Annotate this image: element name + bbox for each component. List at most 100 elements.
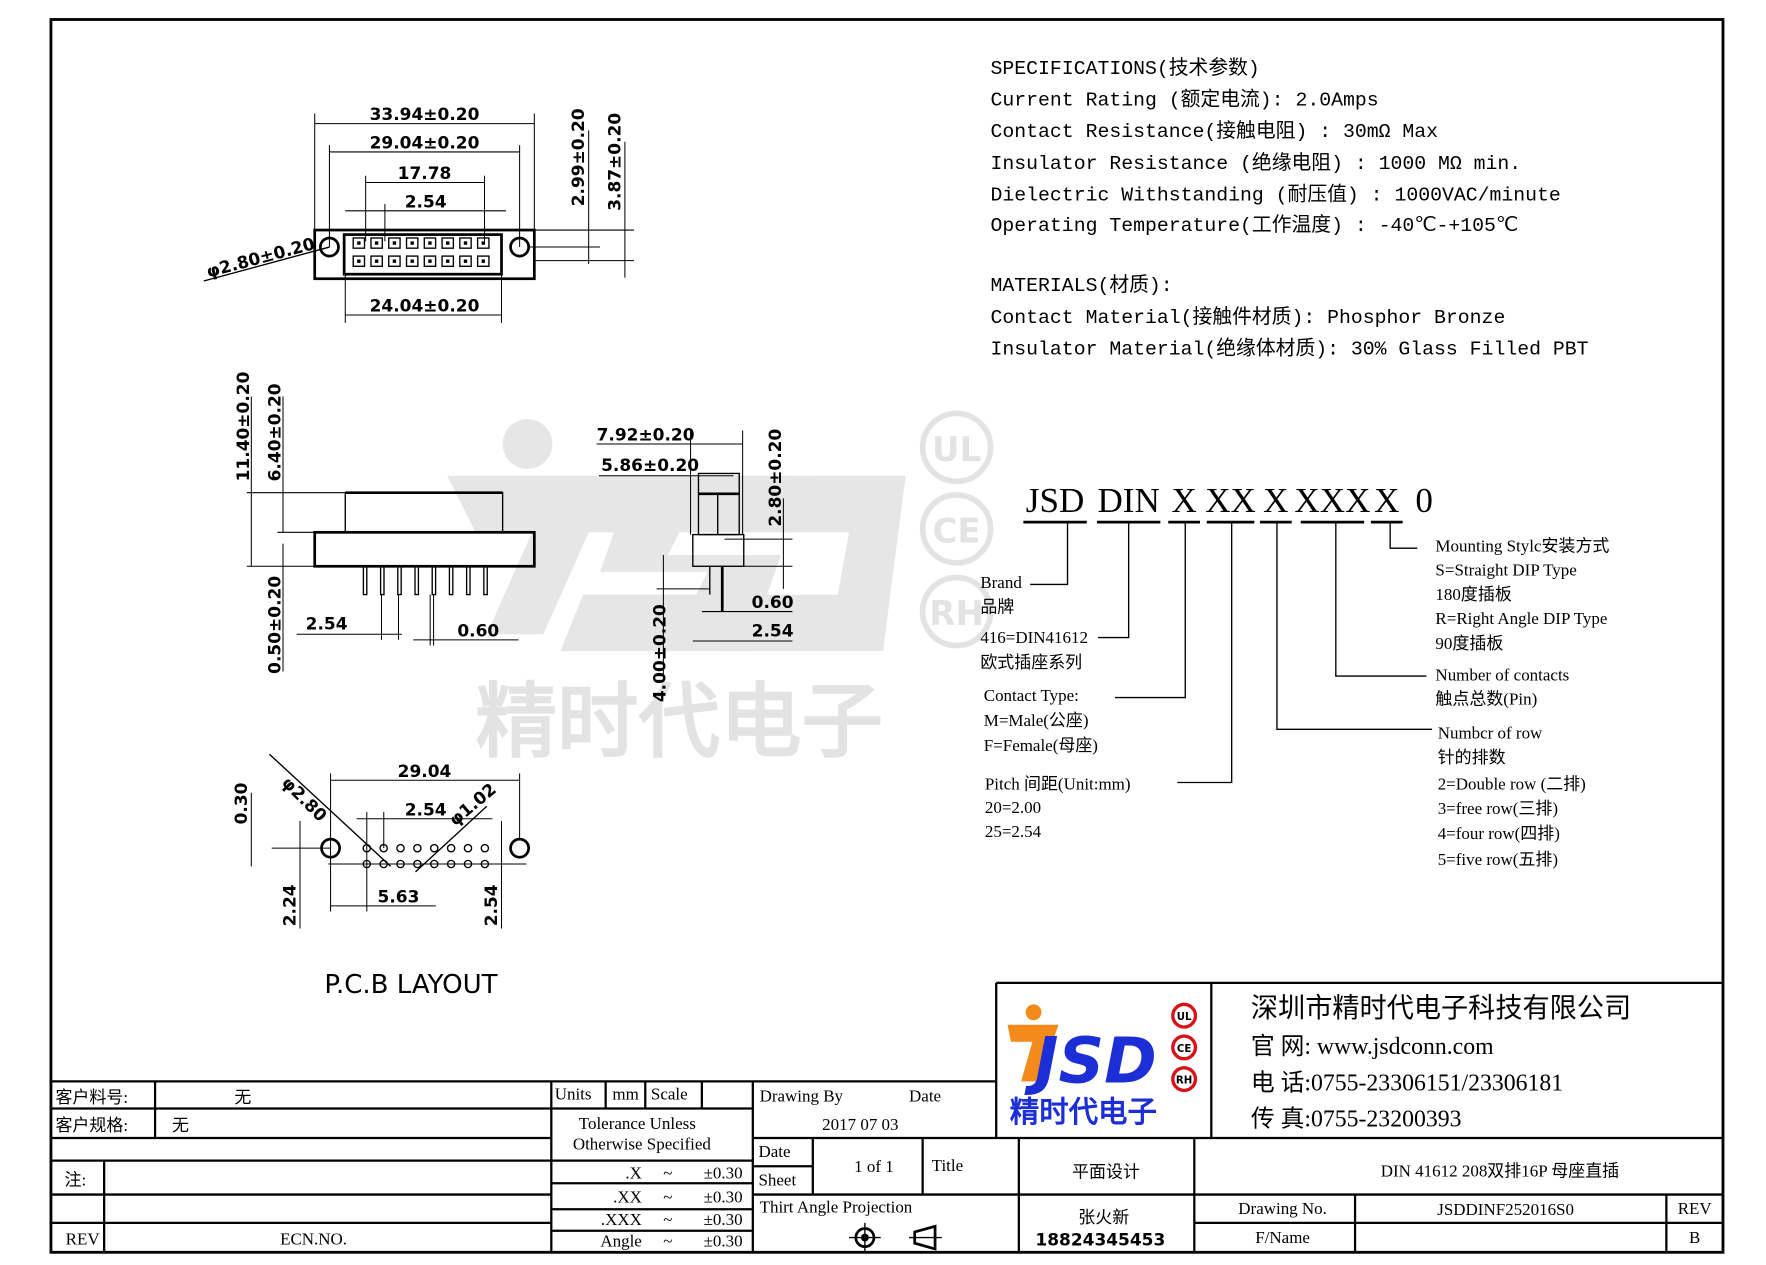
leader-line — [203, 246, 330, 282]
code-contact-type: Contact Type: M=Male(公座) F=Female(母座) — [984, 686, 1098, 755]
contact-point — [446, 241, 450, 245]
contact-pin — [483, 565, 488, 596]
title-label: Title — [932, 1156, 963, 1175]
mounting-hole-right — [509, 837, 531, 859]
code-note: 4=four row(四排) — [1438, 824, 1560, 843]
contact-pin — [448, 565, 454, 596]
dim-label: 2.54 — [405, 800, 447, 820]
material-line: Contact Material(接触件材质): Phosphor Bronze — [991, 306, 1506, 329]
rev-column-label: REV — [1678, 1199, 1713, 1218]
watermark-ce-icon — [919, 492, 994, 566]
scale-label: Scale — [651, 1084, 688, 1103]
specifications-title: SPECIFICATIONS(技术参数) — [991, 57, 1260, 80]
pin-hole — [446, 843, 456, 853]
dim-label: 2.80±0.20 — [766, 429, 786, 527]
contact-pin — [414, 565, 420, 596]
contact-cavity — [388, 255, 401, 267]
housing-outline — [342, 233, 503, 276]
code-series: 416=DIN41612 欧式插座系列 — [980, 628, 1088, 672]
pin-hole — [396, 843, 405, 853]
code-note: Pitch 间距(Unit:mm) — [985, 774, 1131, 793]
contact-cavity — [459, 255, 472, 267]
leader-line — [1276, 522, 1433, 730]
code-note: 5=five row(五排) — [1438, 850, 1558, 869]
company-phone: 电 话:0755-23306151/23306181 — [1251, 1069, 1563, 1096]
projection-label: Thirt Angle Projection — [760, 1198, 913, 1217]
date-label: Date — [909, 1087, 941, 1106]
code-mounting: Mounting Stylc安装方式 S=Straight DIP Type 1… — [1435, 537, 1609, 653]
tolerance-key: .XX — [613, 1187, 642, 1206]
leader-line — [1389, 522, 1418, 549]
contact-pin — [362, 565, 368, 596]
contact-point — [481, 259, 485, 263]
contact-point — [392, 241, 397, 245]
spec-line: Insulator Resistance (绝缘电阻) : 1000 MΩ mi… — [991, 152, 1522, 175]
contact-cavity — [352, 255, 366, 267]
tolerance-key: Angle — [600, 1232, 641, 1251]
tolerance-value: ±0.30 — [704, 1232, 743, 1251]
pin-hole — [463, 843, 473, 853]
customer-part-label: 客户料号: — [55, 1088, 128, 1107]
code-note: Contact Type: — [984, 686, 1079, 705]
sheet-frame — [49, 18, 1725, 1254]
customer-part-value: 无 — [234, 1088, 251, 1107]
code-segment: X — [1374, 481, 1399, 520]
sheet-value: 1 of 1 — [854, 1157, 894, 1176]
code-segment: X — [1171, 481, 1196, 520]
contact-point — [428, 241, 432, 245]
cert-rh-icon: RH — [1171, 1066, 1198, 1093]
date-label-2: Date — [758, 1142, 790, 1161]
side-view: 11.40±0.20 6.40±0.20 0.50±0.20 2.54 0.60 — [234, 372, 536, 674]
dim-label: 6.40±0.20 — [266, 383, 286, 481]
spec-line: Operating Temperature(工作温度) : -40℃-+105℃ — [991, 214, 1519, 237]
contact-point — [428, 259, 432, 263]
watermark-ul-icon — [919, 410, 994, 485]
leader-line — [268, 753, 392, 867]
base-outline — [313, 530, 536, 568]
pin-hole — [480, 843, 490, 853]
dim-label: 24.04±0.20 — [370, 297, 480, 317]
spec-line: Contact Resistance(接触电阻) : 30mΩ Max — [991, 120, 1438, 143]
cert-ce-icon: CE — [1171, 1034, 1198, 1061]
dim-label: 2.24 — [280, 884, 300, 926]
dim-label: 17.78 — [398, 164, 452, 184]
spec-line: Dielectric Withstanding (耐压值) : 1000VAC/… — [991, 184, 1561, 207]
code-note: S=Straight DIP Type — [1435, 560, 1576, 579]
logo-j-shape — [1007, 1024, 1059, 1082]
note-label: 注: — [65, 1171, 87, 1190]
cert-ul-icon-part — [1171, 1002, 1198, 1029]
contact-pin — [465, 565, 471, 596]
code-note: 欧式插座系列 — [980, 653, 1082, 672]
contact-cavity — [352, 237, 366, 249]
code-rows: Numbcr of row 针的排数 2=Double row (二排) 3=f… — [1438, 723, 1586, 869]
contact-cavities — [352, 237, 490, 267]
contact-cavity — [459, 237, 472, 249]
leader-line — [1098, 522, 1130, 639]
code-note: 20=2.00 — [985, 798, 1041, 817]
tolerance-key: .X — [625, 1164, 642, 1183]
tolerance-sep: ~ — [663, 1232, 672, 1251]
company-website: 官 网: www.jsdconn.com — [1251, 1033, 1494, 1060]
tolerance-key: .XXX — [601, 1210, 642, 1229]
dim-label: 0.50±0.20 — [266, 576, 286, 674]
sheet-label: Sheet — [758, 1171, 796, 1190]
designer-name: 张火新 — [1078, 1208, 1129, 1227]
contact-pin — [379, 565, 385, 596]
design-type: 平面设计 — [1072, 1163, 1140, 1182]
dim-label: 4.00±0.20 — [651, 604, 671, 702]
cert-ul-icon-part: UL — [1177, 1012, 1192, 1023]
fname-label: F/Name — [1255, 1228, 1310, 1247]
rev-value: B — [1689, 1228, 1700, 1247]
leader-line — [415, 805, 488, 873]
pcb-layout: 29.04 2.54 φ2.80 φ1.02 0.30 2.24 5.63 2.… — [232, 753, 531, 1000]
code-note: 3=free row(三排) — [1438, 799, 1558, 818]
watermark-rh-text: RH — [929, 594, 984, 634]
contact-cavity — [405, 237, 419, 249]
dim-label: 5.63 — [378, 887, 420, 907]
dim-label: 0.60 — [752, 593, 794, 613]
end-view: 7.92±0.20 5.86±0.20 2.80±0.20 0.60 2.54 … — [597, 426, 794, 703]
cert-rh-icon-part: RH — [1176, 1076, 1192, 1087]
cert-ce-icon-part: CE — [1177, 1044, 1191, 1055]
